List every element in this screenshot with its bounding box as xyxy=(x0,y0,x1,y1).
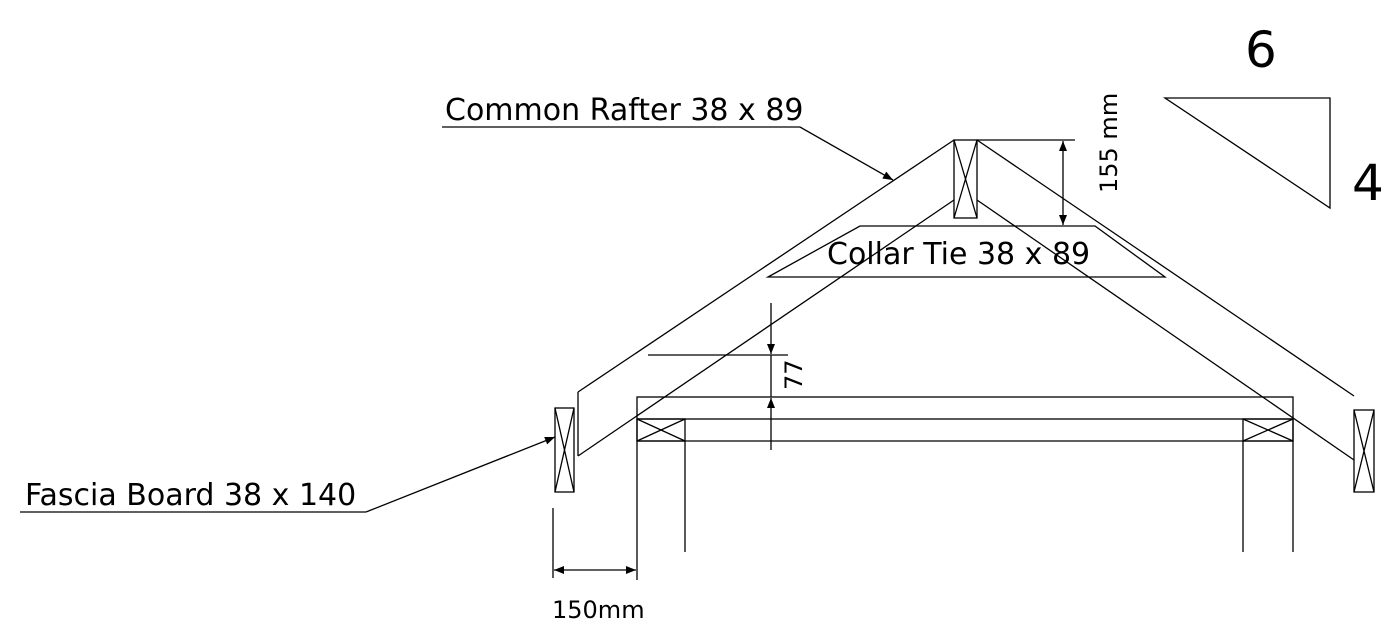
slope-run-label: 6 xyxy=(1245,21,1277,79)
right-rafter xyxy=(976,139,1355,461)
dimension-overhang: 150mm xyxy=(552,508,645,624)
heel-height-label: 77 xyxy=(780,359,808,390)
slope-indicator: 6 4 xyxy=(1162,21,1384,212)
ceiling-joist xyxy=(636,396,1294,580)
leader-common-rafter: Common Rafter 38 x 89 xyxy=(442,93,894,181)
ridge-height-label: 155 mm xyxy=(1095,93,1123,193)
left-rafter xyxy=(577,139,955,457)
dimension-heel-height: 77 xyxy=(648,303,808,450)
common-rafter-label: Common Rafter 38 x 89 xyxy=(445,93,804,128)
slope-rise-label: 4 xyxy=(1352,154,1384,212)
fascia-left xyxy=(554,407,575,493)
collar-tie-label: Collar Tie 38 x 89 xyxy=(827,237,1090,272)
collar-tie xyxy=(765,225,1167,278)
ridge-board xyxy=(953,139,978,219)
top-plate-left xyxy=(636,418,686,552)
fascia-right xyxy=(1353,409,1375,493)
top-plate-right xyxy=(1242,418,1294,552)
dimension-ridge-height: 155 mm xyxy=(977,93,1123,225)
leader-fascia-board: Fascia Board 38 x 140 xyxy=(20,436,556,513)
fascia-board-label: Fascia Board 38 x 140 xyxy=(25,478,356,513)
overhang-label: 150mm xyxy=(552,596,645,624)
